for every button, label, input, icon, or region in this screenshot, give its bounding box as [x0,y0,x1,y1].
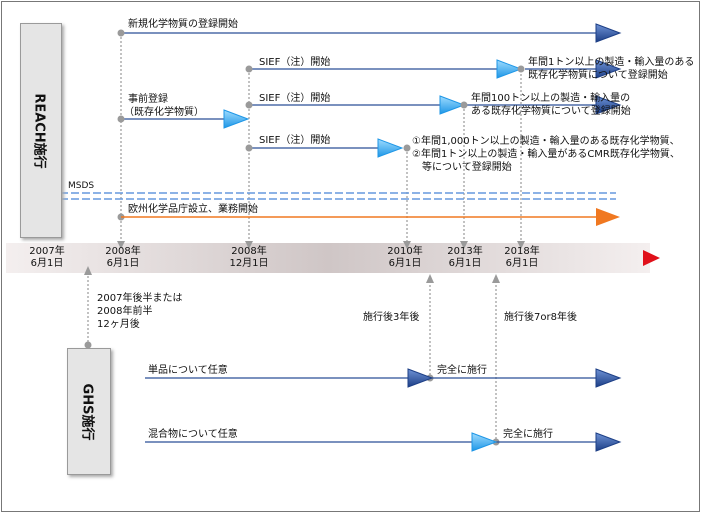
label-sief-2: SIEF（注）開始 [259,93,331,104]
date-year: 2007年 [29,246,65,257]
ghs-title: GHS施行 [79,383,95,440]
dot-1000t [403,144,411,152]
date-year: 2008年 [231,246,267,257]
arrowhead-ghs-single [407,368,434,388]
label-after-3y: 施行後3年後 [363,312,420,323]
label-100t-line2: ある既存化学物質について登録開始 [471,106,631,117]
date-year: 2008年 [105,246,141,257]
arrowhead-sief-1 [496,59,523,79]
timeline-red-arrowhead [643,250,660,266]
arrowhead-pre-registration [223,109,250,129]
arrowhead-1t-end [595,59,622,79]
label-1t-line1: 年間1トン以上の製造・輸入量のある [528,57,695,68]
dot-ghs-start [84,341,92,349]
reach-title: REACH施行 [31,92,47,169]
label-after-7-8y: 施行後7or8年後 [504,312,577,323]
arrowhead-sief-3 [377,138,404,158]
date-2008-12: 2008年 12月1日 [224,246,274,270]
label-ghs-delay-1: 2007年後半または [97,293,183,304]
date-day: 6月1日 [30,258,64,269]
label-ghs-delay-3: 12ヶ月後 [97,319,140,330]
date-year: 2018年 [504,246,540,257]
arrowhead-down-2008-12 [245,241,253,249]
arrowhead-up-ghs-3y [426,274,434,283]
label-ghs-single: 単品について任意 [148,365,228,376]
arrowhead-new-substances [595,23,622,43]
dot-100t [460,101,468,109]
date-year: 2013年 [447,246,483,257]
label-agency: 欧州化学品庁設立、業務開始 [128,204,258,215]
arrowhead-up-ghs-7y [492,274,500,283]
date-day: 6月1日 [448,258,482,269]
date-2010-06: 2010年 6月1日 [380,246,430,270]
dot-1t [517,65,525,73]
date-2008-06: 2008年 6月1日 [98,246,148,270]
label-new-substances: 新規化学物質の登録開始 [128,19,238,30]
arrowhead-agency [596,208,620,226]
label-sief-3: SIEF（注）開始 [259,135,331,146]
label-sief-1: SIEF（注）開始 [259,57,331,68]
dot-sief-1 [245,65,253,73]
label-100t-line1: 年間100トン以上の製造・輸入量の [471,93,631,104]
date-2007-06: 2007年 6月1日 [22,246,72,270]
label-msds: MSDS [68,181,95,191]
label-ghs-single-full: 完全に施行 [437,365,487,376]
arrowhead-ghs-mixture-end [595,432,622,452]
arrowhead-ghs-single-end [595,368,622,388]
dot-sief-3 [245,144,253,152]
arrowhead-100t-end [595,95,622,115]
label-1000t-line1: ①年間1,000トン以上の製造・輸入量のある既存化学物質、 [412,136,680,147]
arrowhead-down-2010 [403,241,411,249]
dot-sief-2 [245,101,253,109]
label-1000t-line3: 等について登録開始 [412,162,512,173]
date-2013-06: 2013年 6月1日 [440,246,490,270]
date-day: 12月1日 [229,258,269,269]
label-pre-registration-2: （既存化学物質） [124,107,204,118]
arrowhead-down-2013 [460,241,468,249]
arrowhead-down-2018 [517,241,525,249]
label-pre-registration-1: 事前登録 [128,94,168,105]
ghs-box: GHS施行 [67,348,111,475]
label-ghs-mixture: 混合物について任意 [148,429,238,440]
arrowhead-ghs-mixture [471,432,498,452]
date-day: 6月1日 [505,258,539,269]
date-day: 6月1日 [106,258,140,269]
arrowhead-sief-2 [439,95,466,115]
label-1t-line2: 既存化学物質について登録開始 [528,70,668,81]
arrowhead-down-2008-06 [117,241,125,249]
dot-new-substances [117,29,125,37]
label-1000t-line2: ②年間1トン以上の製造・輸入量があるCMR既存化学物質、 [412,149,680,160]
reach-box: REACH施行 [20,23,62,238]
date-day: 6月1日 [388,258,422,269]
label-ghs-mixture-full: 完全に施行 [503,429,553,440]
date-year: 2010年 [387,246,423,257]
dot-pre-registration [117,115,125,123]
label-ghs-delay-2: 2008年前半 [97,306,153,317]
arrowhead-up-ghs-start [84,266,92,275]
timeline-band [6,243,650,273]
date-2018-06: 2018年 6月1日 [497,246,547,270]
